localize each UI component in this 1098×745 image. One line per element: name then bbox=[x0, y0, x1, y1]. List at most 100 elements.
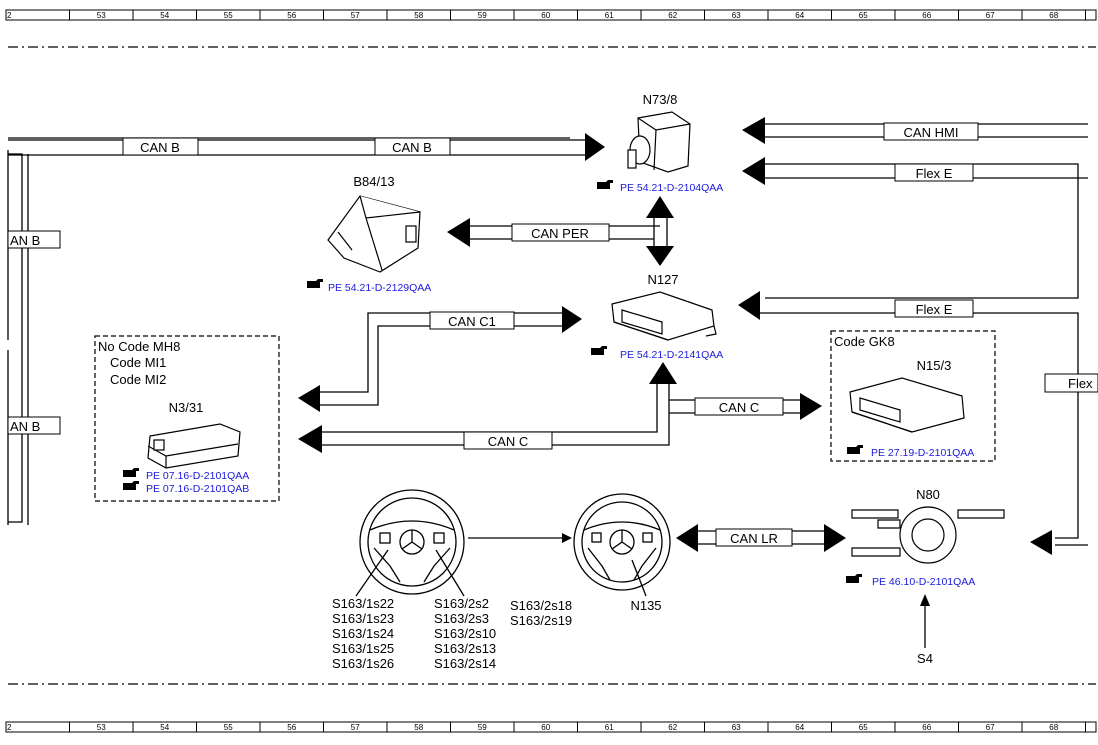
ruler-label: 54 bbox=[160, 11, 169, 20]
bus-label-can-b-left-2: AN B bbox=[7, 416, 61, 435]
ruler-label: 2 bbox=[7, 723, 12, 732]
label-n127: N127 bbox=[647, 272, 678, 287]
bus-label-can-b-1: CAN B bbox=[122, 137, 199, 156]
switch-label: S163/2s14 bbox=[434, 656, 496, 671]
top-ruler: 25354555657585960616263646566676869 bbox=[5, 9, 1097, 21]
switch-label: S163/2s18 bbox=[510, 598, 572, 613]
bus-text-can-b-2: CAN B bbox=[392, 140, 432, 155]
switch-label: S163/2s2 bbox=[434, 596, 489, 611]
component-b84-13: B84/13 PE 54.21-D-2129QAA bbox=[307, 174, 431, 294]
can-c-bus: CAN C CAN C bbox=[298, 362, 822, 453]
ruler-label: 56 bbox=[287, 723, 296, 732]
flex-e-bus-1: Flex E bbox=[742, 157, 1088, 299]
component-n80: N80 PE 46.10-D-2101QAA bbox=[846, 487, 1005, 588]
ruler-label: 68 bbox=[1049, 723, 1058, 732]
can-hmi-bus: CAN HMI bbox=[742, 117, 1088, 144]
ruler-label: 61 bbox=[605, 723, 614, 732]
switch-label: S163/1s26 bbox=[332, 656, 394, 671]
ref-n3-31-a[interactable]: PE 07.16-D-2101QAA bbox=[146, 470, 249, 482]
control-unit-icon bbox=[611, 291, 717, 341]
component-n3-31: No Code MH8 Code MI1 Code MI2 N3/31 PE 0… bbox=[94, 335, 280, 502]
left-bus-structure bbox=[7, 137, 570, 525]
ruler-label: 62 bbox=[668, 11, 677, 20]
ruler-label: 64 bbox=[795, 11, 804, 20]
label-n80: N80 bbox=[916, 487, 940, 502]
code-gk8: Code GK8 bbox=[834, 334, 895, 349]
bus-text-can-c1: CAN C1 bbox=[448, 314, 496, 329]
ruler-label: 55 bbox=[224, 11, 233, 20]
switch-list-s163-2a: S163/2s2S163/2s3S163/2s10S163/2s13S163/2… bbox=[434, 596, 496, 671]
transmission-control-unit-icon bbox=[849, 377, 965, 433]
bus-label-can-b-2: CAN B bbox=[374, 137, 451, 156]
steering-wheel-left bbox=[355, 489, 465, 597]
steering-column-module-icon bbox=[851, 506, 1005, 564]
pointing-hand-icon bbox=[846, 574, 862, 583]
bus-text-can-c-2: CAN C bbox=[719, 400, 759, 415]
switch-label: S163/2s10 bbox=[434, 626, 496, 641]
ruler-label: 66 bbox=[922, 723, 931, 732]
pointing-hand-icon bbox=[597, 180, 613, 189]
flex-e-bus-2: Flex E bbox=[738, 291, 1088, 555]
ref-n127[interactable]: PE 54.21-D-2141QAA bbox=[620, 349, 723, 361]
label-b84-13: B84/13 bbox=[353, 174, 394, 189]
bus-text-can-b-1: CAN B bbox=[140, 140, 180, 155]
ruler-label: 57 bbox=[351, 723, 360, 732]
component-n127: N127 PE 54.21-D-2141QAA bbox=[591, 272, 723, 361]
can-b-arrow-to-n73-8 bbox=[585, 133, 605, 161]
switch-label: S163/1s23 bbox=[332, 611, 394, 626]
ruler-label: 54 bbox=[160, 723, 169, 732]
switch-label: S163/2s3 bbox=[434, 611, 489, 626]
ruler-label: 53 bbox=[97, 723, 106, 732]
bus-text-flex-e-2: Flex E bbox=[916, 302, 953, 317]
ref-b84-13[interactable]: PE 54.21-D-2129QAA bbox=[328, 282, 431, 294]
steering-wheel-right bbox=[573, 493, 671, 597]
can-c1-bus: CAN C1 bbox=[298, 306, 582, 412]
bus-text-can-c-1: CAN C bbox=[488, 434, 528, 449]
code-line-1: No Code MH8 bbox=[98, 339, 180, 354]
ruler-label: 58 bbox=[414, 723, 423, 732]
camera-module-icon bbox=[327, 195, 421, 273]
code-line-2: Code MI1 bbox=[110, 355, 166, 370]
ruler-label: 65 bbox=[859, 723, 868, 732]
label-n3-31: N3/31 bbox=[169, 400, 204, 415]
label-s4: S4 bbox=[917, 651, 933, 666]
ruler-label: 56 bbox=[287, 11, 296, 20]
bus-text-can-hmi: CAN HMI bbox=[904, 125, 959, 140]
label-n135: N135 bbox=[630, 598, 661, 613]
ruler-label: 60 bbox=[541, 723, 550, 732]
ruler-label: 67 bbox=[986, 723, 995, 732]
switch-label: S163/2s13 bbox=[434, 641, 496, 656]
bus-text-flex-e-1: Flex E bbox=[916, 166, 953, 181]
ref-n15-3[interactable]: PE 27.19-D-2101QAA bbox=[871, 447, 974, 459]
ruler-label: 59 bbox=[478, 11, 487, 20]
can-per-bus: CAN PER bbox=[447, 196, 674, 266]
ruler-label: 53 bbox=[97, 11, 106, 20]
arrow-between-wheels bbox=[468, 533, 572, 543]
bus-text-can-per: CAN PER bbox=[531, 226, 589, 241]
component-n15-3: Code GK8 N15/3 PE 27.19-D-2101QAA bbox=[830, 330, 996, 462]
ruler-label: 64 bbox=[795, 723, 804, 732]
ruler-label: 68 bbox=[1049, 11, 1058, 20]
pointing-hand-icon bbox=[307, 279, 323, 288]
ref-n80[interactable]: PE 46.10-D-2101QAA bbox=[872, 576, 975, 588]
ruler-label: 58 bbox=[414, 11, 423, 20]
ruler-label: 60 bbox=[541, 11, 550, 20]
ruler-label: 62 bbox=[668, 723, 677, 732]
switch-list-s163-1: S163/1s22S163/1s23S163/1s24S163/1s25S163… bbox=[332, 596, 394, 671]
bus-text-can-b-left-2: AN B bbox=[10, 419, 40, 434]
ruler-label: 66 bbox=[922, 11, 931, 20]
ref-n3-31-b[interactable]: PE 07.16-D-2101QAB bbox=[146, 483, 249, 495]
switch-label: S163/1s24 bbox=[332, 626, 394, 641]
switch-label: S163/1s22 bbox=[332, 596, 394, 611]
bus-text-can-b-left-1: AN B bbox=[10, 233, 40, 248]
can-lr-bus: CAN LR bbox=[676, 524, 846, 552]
switch-label: S163/2s19 bbox=[510, 613, 572, 628]
ruler-label: 2 bbox=[7, 11, 12, 20]
pointing-hand-icon bbox=[123, 481, 139, 490]
bus-label-can-b-left-1: AN B bbox=[7, 230, 61, 249]
ref-n73-8[interactable]: PE 54.21-D-2104QAA bbox=[620, 182, 723, 194]
pointing-hand-icon bbox=[847, 445, 863, 454]
ruler-label: 67 bbox=[986, 11, 995, 20]
